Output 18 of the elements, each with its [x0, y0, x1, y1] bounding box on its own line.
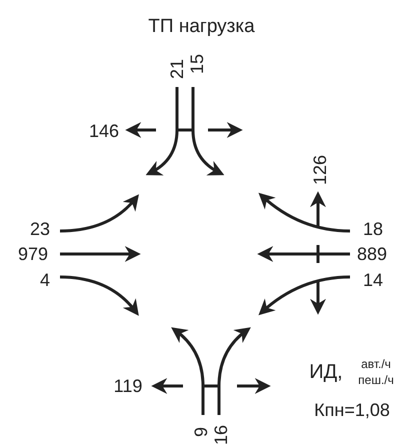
count-label: авт./ч	[361, 358, 391, 370]
count-label: 119	[114, 377, 142, 395]
title: ТП нагрузка	[148, 16, 255, 38]
count-label: 15	[188, 54, 206, 74]
count-label: 9	[192, 427, 210, 437]
count-label: Кпн=1,08	[314, 401, 390, 419]
count-label: пеш./ч	[358, 374, 394, 386]
count-label: 23	[30, 220, 50, 238]
count-label: 889	[356, 245, 388, 263]
count-label: ИД,	[309, 362, 343, 382]
count-label: 979	[18, 245, 48, 263]
count-label: 126	[311, 154, 329, 186]
count-label: 4	[40, 271, 50, 289]
count-label: 18	[362, 220, 384, 238]
count-label: 14	[362, 271, 384, 289]
count-label: 16	[212, 424, 230, 446]
count-label: 146	[88, 122, 120, 140]
count-label: 21	[168, 58, 186, 80]
